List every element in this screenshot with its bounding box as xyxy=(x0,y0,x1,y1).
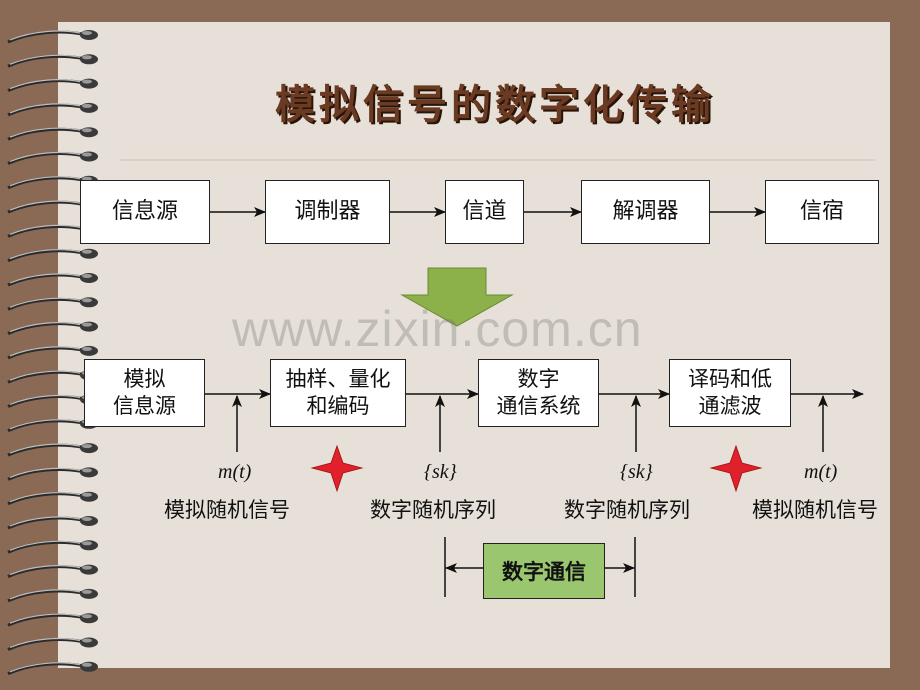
digital-system-box: 数字通信系统 xyxy=(478,359,599,427)
box-line: 通滤波 xyxy=(698,394,762,418)
spiral-ring xyxy=(7,102,98,117)
down-arrow-icon xyxy=(400,267,514,327)
box-line: 信息源 xyxy=(113,394,176,418)
spiral-ring xyxy=(7,443,98,457)
signal-math-3: {sk} xyxy=(620,461,653,483)
spiral-ring xyxy=(7,248,98,263)
spiral-ring xyxy=(7,273,98,287)
page-title: 模拟信号的数字化传输 xyxy=(275,81,715,128)
box-line: 模拟 xyxy=(123,367,166,391)
spiral-ring xyxy=(7,30,98,44)
spiral-ring xyxy=(7,564,98,578)
spiral-binding xyxy=(7,30,98,676)
source-box: 信息源 xyxy=(80,180,210,244)
sink-box: 信宿 xyxy=(765,180,879,244)
spiral-ring xyxy=(7,297,98,311)
spiral-ring xyxy=(7,613,98,627)
spiral-ring xyxy=(7,540,98,554)
signal-math-1: m(t) xyxy=(218,461,252,483)
signal-label-1: 模拟随机信号 xyxy=(164,498,290,522)
slide-canvas xyxy=(58,22,890,668)
signal-label-3: 数字随机序列 xyxy=(564,498,690,522)
analog-source-box: 模拟信息源 xyxy=(84,359,205,427)
spiral-ring xyxy=(7,78,98,92)
spiral-ring xyxy=(7,637,98,651)
spiral-ring xyxy=(7,345,98,360)
box-line: 抽样、量化 xyxy=(285,367,391,391)
spiral-ring xyxy=(7,321,98,335)
signal-math-4: m(t) xyxy=(804,461,838,483)
channel-box: 信道 xyxy=(445,180,524,244)
spiral-ring xyxy=(7,54,98,68)
modulator-box: 调制器 xyxy=(265,180,390,244)
box-line: 译码和低 xyxy=(688,367,772,391)
spiral-ring xyxy=(7,491,98,506)
spiral-ring xyxy=(7,516,98,530)
watermark: www.zixin.com.cn xyxy=(232,301,643,357)
signal-math-2: {sk} xyxy=(424,461,457,483)
spiral-ring xyxy=(7,151,98,165)
star-icon xyxy=(709,444,763,493)
box-line: 通信系统 xyxy=(496,394,581,418)
spiral-ring xyxy=(7,127,98,141)
box-line: 和编码 xyxy=(306,394,370,418)
signal-label-4: 模拟随机信号 xyxy=(752,498,878,522)
star-icon xyxy=(310,444,364,493)
digital-comm-box: 数字通信 xyxy=(483,543,605,599)
spiral-ring xyxy=(7,467,98,481)
sampling-box: 抽样、量化和编码 xyxy=(270,359,406,427)
spiral-ring xyxy=(7,588,98,603)
demodulator-box: 解调器 xyxy=(581,180,710,244)
decoder-box: 译码和低通滤波 xyxy=(669,359,791,427)
box-line: 数字 xyxy=(517,367,560,391)
spiral-ring xyxy=(7,661,98,676)
signal-label-2: 数字随机序列 xyxy=(370,498,496,522)
